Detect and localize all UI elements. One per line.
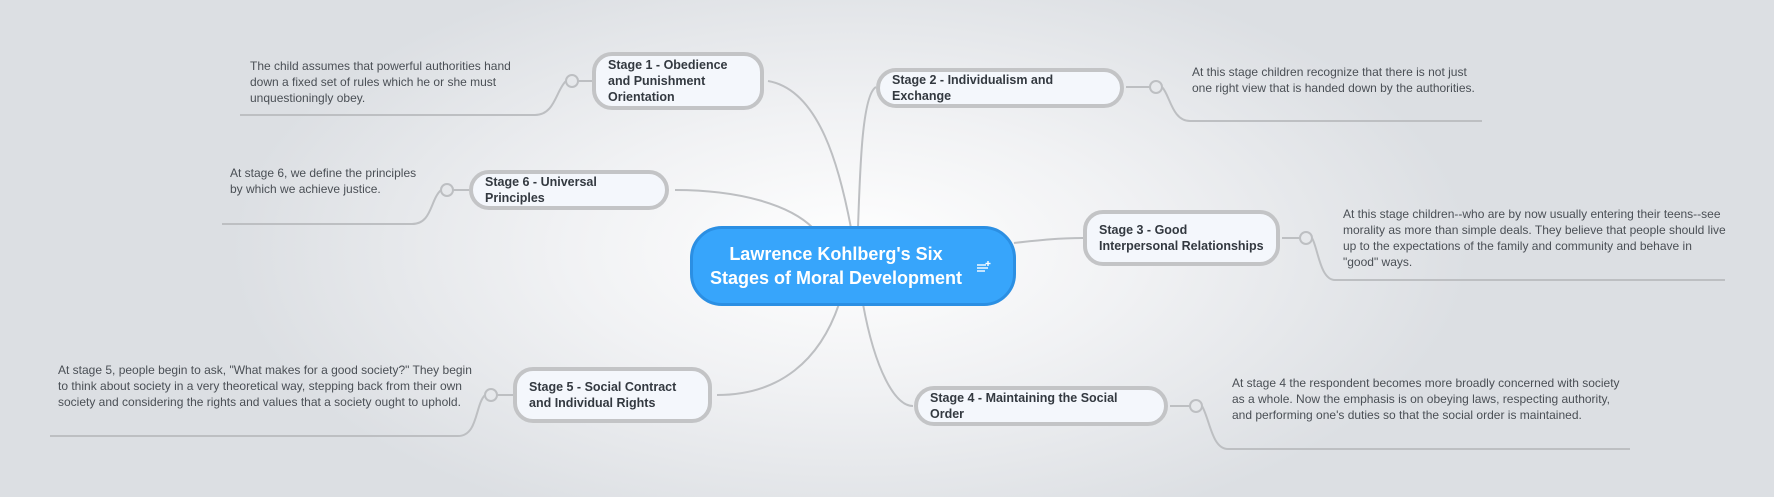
central-topic-title: Lawrence Kohlberg's Six Stages of Moral … [709, 244, 963, 288]
topic-stage3[interactable]: Stage 3 - Good Interpersonal Relationshi… [1083, 210, 1280, 266]
link-stage4 [862, 303, 914, 407]
collapse-toggle-stage3 [1299, 231, 1313, 245]
link-stage2 [857, 86, 877, 229]
link-stage6 [674, 189, 814, 229]
note-stage5: At stage 5, people begin to ask, "What m… [58, 363, 472, 409]
link-stage3 [1013, 237, 1084, 244]
topic-stage5[interactable]: Stage 5 - Social Contract and Individual… [513, 367, 712, 423]
link-stage1 [767, 80, 852, 229]
collapse-toggle-stage1 [565, 74, 579, 88]
topic-label: Stage 6 - Universal Principles [485, 175, 597, 205]
note-stage2: At this stage children recognize that th… [1192, 65, 1475, 95]
collapse-toggle-stage2 [1149, 80, 1163, 94]
topic-stage1[interactable]: Stage 1 - Obedience and Punishment Orien… [592, 52, 764, 110]
topic-label: Stage 1 - Obedience and Punishment Orien… [608, 58, 728, 104]
note-stage4: At stage 4 the respondent becomes more b… [1232, 376, 1620, 422]
link-stage5 [716, 303, 840, 396]
collapse-toggle-stage6 [440, 183, 454, 197]
topic-stage4[interactable]: Stage 4 - Maintaining the Social Order [914, 386, 1168, 426]
note-stage1: The child assumes that powerful authorit… [250, 59, 511, 105]
central-topic[interactable]: Lawrence Kohlberg's Six Stages of Moral … [690, 226, 1016, 306]
note-stage3: At this stage children--who are by now u… [1343, 207, 1726, 269]
note-add-icon[interactable] [977, 261, 991, 273]
topic-label: Stage 2 - Individualism and Exchange [892, 73, 1054, 103]
topic-label: Stage 3 - Good Interpersonal Relationshi… [1099, 223, 1264, 253]
collapse-toggle-stage5 [484, 388, 498, 402]
note-stage6: At stage 6, we define the principles by … [230, 166, 417, 196]
topic-label: Stage 5 - Social Contract and Individual… [529, 380, 677, 410]
topic-stage6[interactable]: Stage 6 - Universal Principles [469, 170, 669, 210]
topic-label: Stage 4 - Maintaining the Social Order [930, 391, 1118, 421]
topic-stage2[interactable]: Stage 2 - Individualism and Exchange [876, 68, 1124, 108]
collapse-toggle-stage4 [1189, 399, 1203, 413]
